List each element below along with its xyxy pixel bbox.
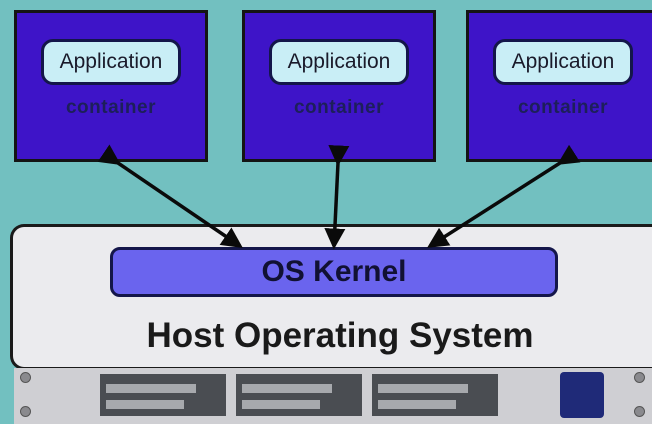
server-rack-icon	[14, 368, 652, 424]
drive-bay-3	[372, 374, 498, 416]
application-box-1: Application	[41, 39, 181, 85]
screw-icon	[20, 372, 31, 383]
application-box-3: Application	[493, 39, 633, 85]
screw-icon	[20, 406, 31, 417]
container-box-2: Application container	[242, 10, 436, 162]
container-label-2: container	[293, 97, 385, 118]
drive-slot	[242, 384, 332, 393]
drive-slot	[378, 384, 468, 393]
drive-slot	[242, 400, 320, 409]
power-button-icon	[560, 372, 604, 418]
container-label-1: container	[65, 97, 157, 118]
container-label-3: container	[517, 97, 609, 118]
screw-icon	[634, 372, 645, 383]
drive-slot	[106, 400, 184, 409]
drive-bay-2	[236, 374, 362, 416]
host-os-label: Host Operating System	[146, 316, 534, 355]
drive-slot	[106, 384, 196, 393]
application-box-2: Application	[269, 39, 409, 85]
container-box-3: Application container	[466, 10, 652, 162]
container-box-1: Application container	[14, 10, 208, 162]
os-kernel-box: OS Kernel	[110, 247, 558, 297]
drive-bay-1	[100, 374, 226, 416]
drive-slot	[378, 400, 456, 409]
screw-icon	[634, 406, 645, 417]
